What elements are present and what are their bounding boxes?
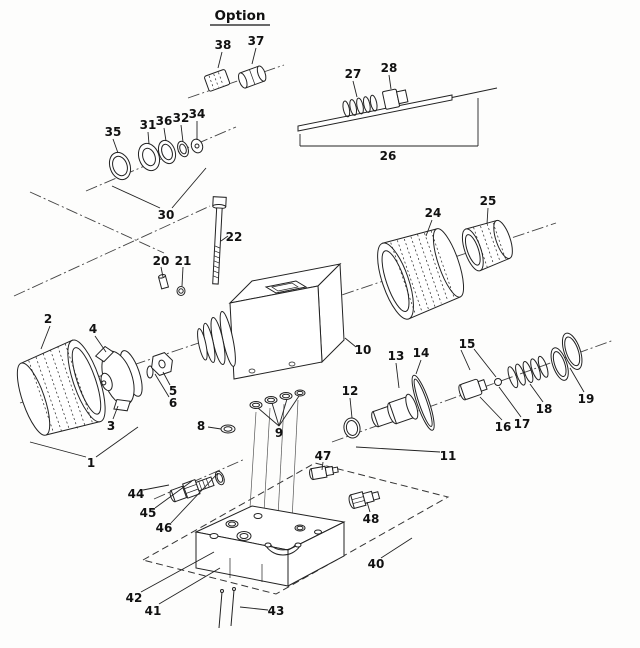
part-label-20: 20 — [153, 254, 170, 268]
part-label-47: 47 — [315, 449, 332, 463]
part-label-18: 18 — [536, 402, 553, 416]
leader-lines — [29, 47, 585, 611]
part-label-24: 24 — [425, 206, 442, 220]
part-37 — [238, 65, 267, 89]
part-label-36: 36 — [156, 114, 173, 128]
part-40-mounting-plane — [141, 462, 450, 595]
part-label-2: 2 — [44, 312, 52, 326]
part-label-34: 34 — [189, 107, 206, 121]
part-label-10: 10 — [355, 343, 372, 357]
part-5-fluid-nozzle — [151, 352, 173, 376]
part-label-38: 38 — [215, 38, 232, 52]
part-35-ring — [108, 151, 132, 181]
part-27-spring — [342, 94, 378, 118]
part-18-spring — [507, 355, 549, 389]
part-43-pins — [218, 587, 236, 629]
part-label-43: 43 — [268, 604, 285, 618]
part-label-44: 44 — [128, 487, 145, 501]
part-20-pin — [157, 274, 170, 290]
part-label-5: 5 — [169, 384, 177, 398]
part-25-cap — [461, 219, 513, 272]
part-26-needle — [297, 87, 498, 132]
part-47-fitting — [309, 465, 339, 481]
part-label-17: 17 — [514, 417, 531, 431]
part-48-fitting — [348, 490, 381, 509]
part-13-piston — [371, 374, 435, 431]
part-36-ring — [157, 139, 177, 165]
part-label-6: 6 — [169, 396, 177, 410]
part-label-37: 37 — [248, 34, 265, 48]
part-label-32: 32 — [173, 111, 190, 125]
alignment-lines — [249, 399, 299, 521]
part-4-air-cap — [94, 345, 143, 412]
part-label-21: 21 — [175, 254, 192, 268]
part-6-seal — [146, 365, 154, 379]
part-32-washer — [177, 140, 189, 158]
part-8-gasket — [220, 424, 236, 434]
part-38 — [204, 69, 231, 92]
part-label-31: 31 — [140, 118, 157, 132]
part-label-25: 25 — [480, 194, 497, 208]
part-24-air-cap-ring — [377, 228, 465, 320]
part-21-o-ring — [176, 286, 186, 296]
part-label-46: 46 — [156, 521, 173, 535]
option-title: Option — [214, 8, 265, 24]
part-17-ball — [494, 378, 502, 386]
part-label-13: 13 — [388, 349, 405, 363]
part-label-16: 16 — [495, 420, 512, 434]
part-label-27: 27 — [345, 67, 362, 81]
part-label-8: 8 — [197, 419, 205, 433]
part-16-plug — [458, 378, 488, 401]
part-9-gaskets — [249, 389, 306, 409]
part-label-26: 26 — [380, 149, 397, 163]
part-label-15: 15 — [459, 337, 476, 351]
part-label-30: 30 — [158, 208, 175, 222]
part-label-11: 11 — [440, 449, 457, 463]
part-41-manifold-block — [194, 505, 346, 587]
part-label-14: 14 — [413, 346, 430, 360]
part-label-22: 22 — [226, 230, 243, 244]
part-label-19: 19 — [578, 392, 595, 406]
part-label-3: 3 — [107, 419, 115, 433]
part-19-rings — [550, 332, 583, 381]
part-label-41: 41 — [145, 604, 162, 618]
part-label-42: 42 — [126, 591, 143, 605]
part-label-4: 4 — [89, 322, 97, 336]
part-12-o-ring — [343, 417, 361, 439]
part-31-ring — [137, 142, 161, 172]
part-label-9: 9 — [275, 426, 283, 440]
part-1-retaining-ring — [16, 339, 106, 436]
part-label-28: 28 — [381, 61, 398, 75]
part-34-nut — [190, 138, 204, 154]
part-label-48: 48 — [363, 512, 380, 526]
part-10-valve-body — [197, 262, 345, 380]
part-label-40: 40 — [368, 557, 385, 571]
part-label-12: 12 — [342, 384, 359, 398]
part-label-45: 45 — [140, 506, 157, 520]
part-22-screw — [212, 196, 227, 285]
part-label-1: 1 — [87, 456, 95, 470]
part-label-35: 35 — [105, 125, 122, 139]
part-28-packing-nut — [382, 88, 409, 110]
